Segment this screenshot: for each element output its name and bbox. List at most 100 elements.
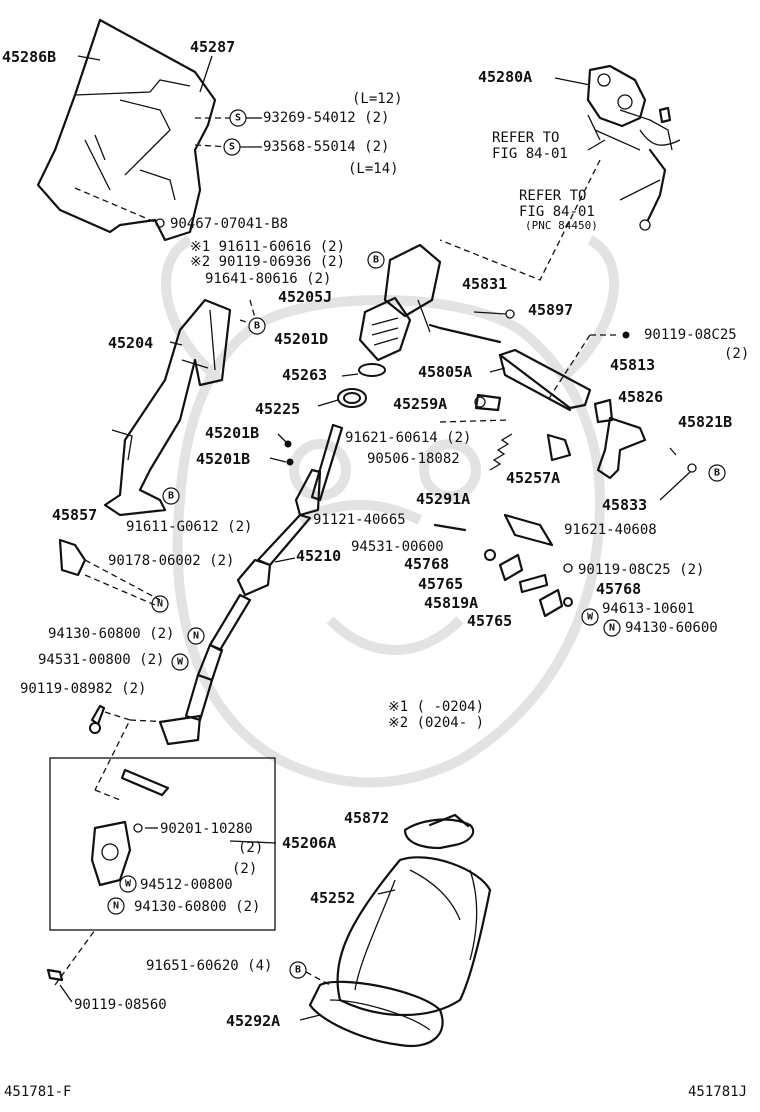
label-91121: 91121-40665 — [313, 512, 406, 528]
svg-text:N: N — [609, 623, 615, 634]
label-45286B: 45286B — [2, 48, 56, 66]
label-45225: 45225 — [255, 400, 300, 418]
label-94531-00800: 94531-00800 (2) — [38, 652, 164, 668]
badge-n-2: N — [187, 627, 205, 645]
badge-s-2: S — [223, 138, 241, 156]
universal-joint-icon — [90, 768, 170, 887]
ignition-switch-icon — [586, 64, 681, 231]
svg-text:B: B — [295, 965, 301, 976]
label-45292A: 45292A — [226, 1012, 280, 1030]
refer1-line2: FIG 84-01 — [492, 146, 568, 162]
label-45826: 45826 — [618, 388, 663, 406]
legend-note2: ※2 (0204- ) — [388, 715, 484, 731]
steering-shaft-icon — [158, 423, 344, 746]
legend-note1: ※1 ( -0204) — [388, 699, 484, 715]
label-91621-40608: 91621-40608 — [564, 522, 657, 538]
label-45768-1: 45768 — [404, 555, 449, 573]
badge-w-2: W — [171, 653, 189, 671]
label-90119-08982: 90119-08982 (2) — [20, 681, 146, 697]
svg-text:B: B — [373, 255, 379, 266]
svg-text:S: S — [229, 142, 235, 153]
label-45204: 45204 — [108, 334, 153, 352]
label-94512-qty: (2) — [232, 861, 257, 877]
badge-b-1: B — [367, 251, 385, 269]
label-45819A: 45819A — [424, 594, 478, 612]
label-45833: 45833 — [602, 496, 647, 514]
label-94130-60600: 94130-60600 — [625, 620, 718, 636]
label-94531-00600: 94531-00600 — [351, 539, 444, 555]
label-45263: 45263 — [282, 366, 327, 384]
label-91611-60616: ※1 91611-60616 (2) — [190, 239, 345, 255]
refer2-line1: REFER TO — [519, 188, 586, 204]
label-90178: 90178-06002 (2) — [108, 553, 234, 569]
badge-b-5: B — [289, 961, 307, 979]
svg-text:N: N — [113, 901, 119, 912]
label-45872: 45872 — [344, 809, 389, 827]
steering-column-cover-icon — [36, 18, 217, 242]
badge-b-4: B — [708, 464, 726, 482]
refer1-line1: REFER TO — [492, 130, 559, 146]
label-45813: 45813 — [610, 356, 655, 374]
svg-text:W: W — [125, 879, 132, 890]
label-90119-08C25-top: 90119-08C25 — [644, 327, 737, 343]
watermark-emblem-icon — [161, 235, 619, 788]
refer2-line3: (PNC 84450) — [525, 219, 598, 232]
label-45287: 45287 — [190, 38, 235, 56]
refer2-line2: FIG 84-01 — [519, 204, 595, 220]
badge-b-2: B — [248, 317, 266, 335]
svg-text:N: N — [193, 631, 199, 642]
svg-text:W: W — [177, 657, 184, 668]
label-93269: 93269-54012 (2) — [263, 110, 389, 126]
label-45805A: 45805A — [418, 363, 472, 381]
badge-n-1: N — [151, 595, 169, 613]
badge-w-1: W — [581, 608, 599, 626]
size-l14: (L=14) — [348, 161, 399, 177]
label-94613: 94613-10601 — [602, 601, 695, 617]
diagram-id-right: 451781J — [688, 1084, 747, 1100]
label-90467: 90467-07041-B8 — [170, 216, 288, 232]
label-93568: 93568-55014 (2) — [263, 139, 389, 155]
label-90506: 90506-18082 — [367, 451, 460, 467]
label-45765-1: 45765 — [418, 575, 463, 593]
size-l12: (L=12) — [352, 91, 403, 107]
svg-text:B: B — [714, 468, 720, 479]
svg-text:B: B — [254, 321, 260, 332]
diagram-id-left: 451781-F — [4, 1084, 71, 1100]
label-45291A: 45291A — [416, 490, 470, 508]
label-45201B-2: 45201B — [196, 450, 250, 468]
label-45768-2: 45768 — [596, 580, 641, 598]
badge-s-1: S — [229, 109, 247, 127]
label-90119-08560: 90119-08560 — [74, 997, 167, 1013]
label-45252: 45252 — [310, 889, 355, 907]
label-45280A: 45280A — [478, 68, 532, 86]
badge-w-3: W — [119, 875, 137, 893]
label-45259A: 45259A — [393, 395, 447, 413]
label-45206A: 45206A — [282, 834, 336, 852]
label-45201D: 45201D — [274, 330, 328, 348]
label-91611-G0612: 91611-G0612 (2) — [126, 519, 252, 535]
label-91641: 91641-80616 (2) — [205, 271, 331, 287]
label-91621-60614: 91621-60614 (2) — [345, 430, 471, 446]
label-91651: 91651-60620 (4) — [146, 958, 272, 974]
label-45831: 45831 — [462, 275, 507, 293]
bolt-icon — [90, 704, 106, 726]
svg-text:W: W — [587, 612, 594, 623]
svg-text:N: N — [157, 599, 163, 610]
column-bracket-icon — [103, 298, 232, 517]
svg-text:B: B — [168, 491, 174, 502]
label-90119-08C25-mid: 90119-08C25 (2) — [578, 562, 704, 578]
label-45765-2: 45765 — [467, 612, 512, 630]
label-94130-60800-a: 94130-60800 (2) — [48, 626, 174, 642]
label-45257A: 45257A — [506, 469, 560, 487]
badge-b-3: B — [162, 487, 180, 505]
label-45897: 45897 — [528, 301, 573, 319]
label-45857: 45857 — [52, 506, 97, 524]
boot-cover-icon — [308, 813, 492, 1048]
label-45205J: 45205J — [278, 288, 332, 306]
label-45210: 45210 — [296, 547, 341, 565]
label-90119-08C25-top-qty: (2) — [724, 346, 749, 362]
label-94512: 94512-00800 — [140, 877, 233, 893]
label-45821B: 45821B — [678, 413, 732, 431]
lock-housing-icon — [358, 243, 442, 362]
